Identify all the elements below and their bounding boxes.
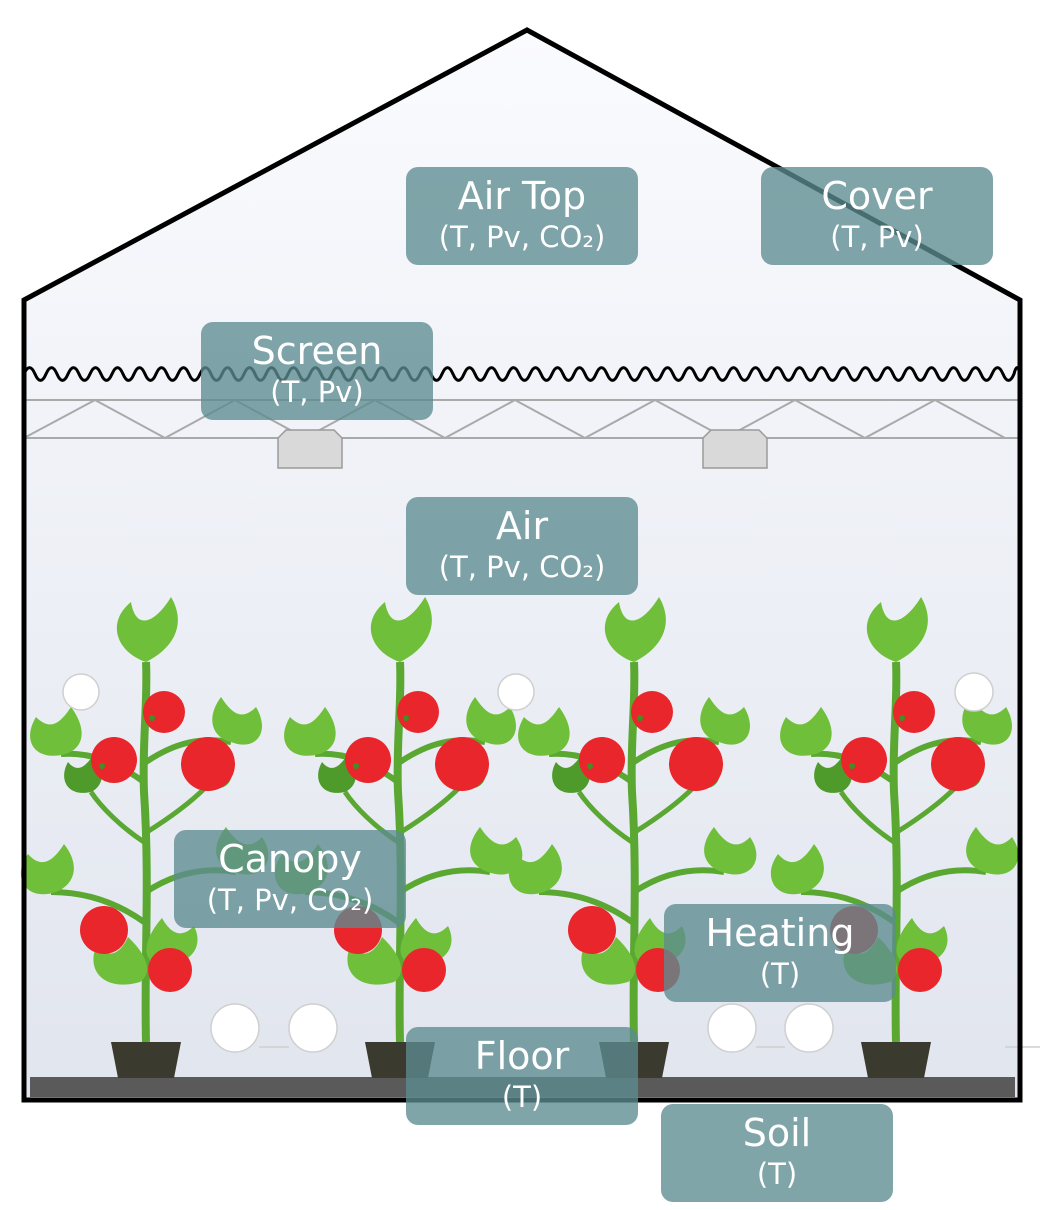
lamp <box>277 429 343 469</box>
lamp <box>702 429 768 469</box>
air-box: Air (T, Pv, CO₂) <box>406 497 638 595</box>
heating-title: Heating <box>705 911 855 955</box>
screen-vars: (T, Pv) <box>270 375 364 409</box>
heating-box: Heating (T) <box>664 904 896 1002</box>
greenhouse-outline <box>21 27 1023 1103</box>
air-top-vars: (T, Pv, CO₂) <box>438 220 606 254</box>
screen-wave <box>22 366 1022 382</box>
air-top-title: Air Top <box>457 174 587 218</box>
screen-title: Screen <box>251 329 383 373</box>
soil-title: Soil <box>742 1111 812 1155</box>
sensor-dots <box>62 672 994 1053</box>
canopy-title: Canopy <box>218 837 362 881</box>
air-vars: (T, Pv, CO₂) <box>438 550 606 584</box>
canopy-box: Canopy (T, Pv, CO₂) <box>174 830 406 928</box>
cover-vars: (T, Pv) <box>830 220 924 254</box>
soil-box: Soil (T) <box>661 1104 893 1202</box>
floor-title: Floor <box>474 1034 570 1078</box>
canopy-vars: (T, Pv, CO₂) <box>206 883 374 917</box>
air-top-box: Air Top (T, Pv, CO₂) <box>406 167 638 265</box>
soil-vars: (T) <box>756 1157 798 1191</box>
cover-title: Cover <box>821 174 933 218</box>
floor-vars: (T) <box>501 1080 543 1114</box>
cover-box: Cover (T, Pv) <box>761 167 993 265</box>
screen-box: Screen (T, Pv) <box>201 322 433 420</box>
heating-vars: (T) <box>759 957 801 991</box>
truss-frame <box>23 398 1020 440</box>
air-title: Air <box>495 504 549 548</box>
floor-box: Floor (T) <box>406 1027 638 1125</box>
